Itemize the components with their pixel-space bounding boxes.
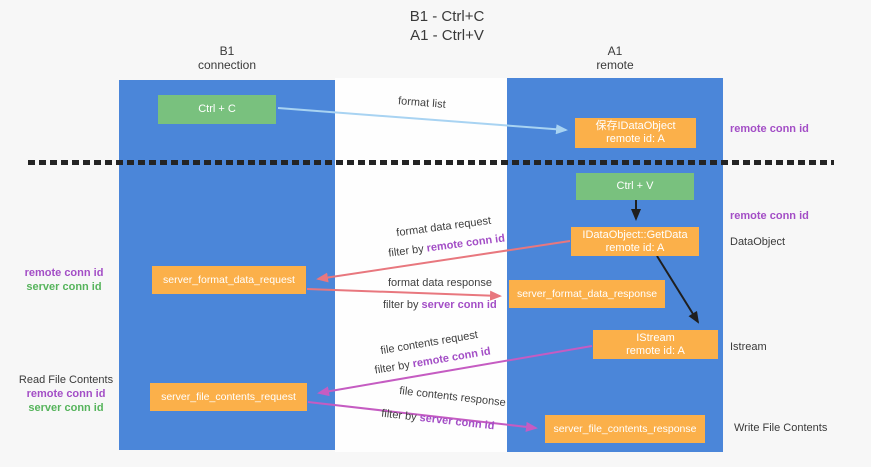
node-getdata-remote-id: remote id: A xyxy=(605,241,665,254)
filter-by-text: filter by xyxy=(383,299,422,311)
diagram-title: B1 - Ctrl+C A1 - Ctrl+V xyxy=(36,7,858,45)
node-istream: IStream remote id: A xyxy=(593,330,718,359)
node-save-idataobject: 保存IDataObject remote id: A xyxy=(575,118,696,148)
label-conn-ids-left-lower: Read File Contents remote conn id server… xyxy=(14,373,118,415)
node-save-idataobject-title: 保存IDataObject xyxy=(595,120,676,132)
title-line-1: B1 - Ctrl+C xyxy=(409,8,485,25)
node-server-file-contents-request: server_file_contents_request xyxy=(150,383,307,411)
node-getdata-title: IDataObject::GetData xyxy=(582,228,688,241)
label-istream: Istream xyxy=(730,341,767,353)
node-server-format-data-request: server_format_data_request xyxy=(152,266,306,294)
lane-a1-subtitle: remote xyxy=(596,58,634,72)
node-istream-remote-id: remote id: A xyxy=(626,344,685,357)
server-conn-id-text: server conn id xyxy=(26,281,102,293)
label-remote-conn-id-mid-right: remote conn id xyxy=(730,210,809,222)
lane-header-a1: A1 remote xyxy=(507,44,723,72)
node-save-idataobject-remote-id: remote id: A xyxy=(606,133,665,145)
server-conn-id-text: server conn id xyxy=(28,402,104,414)
remote-conn-id-text: remote conn id xyxy=(26,388,106,400)
lane-header-b1: B1 connection xyxy=(119,44,335,72)
node-server-file-contents-response: server_file_contents_response xyxy=(545,415,705,443)
label-read-file-contents: Read File Contents xyxy=(18,374,114,386)
title-line-2: A1 - Ctrl+V xyxy=(410,27,484,44)
node-file-response-label: server_file_contents_response xyxy=(553,422,697,435)
label-conn-ids-left-upper: remote conn id server conn id xyxy=(20,266,108,294)
phase-divider-dashed-line xyxy=(28,160,834,165)
node-ctrl-c-label: Ctrl + C xyxy=(198,103,236,115)
node-istream-title: IStream xyxy=(636,331,675,344)
node-idataobject-getdata: IDataObject::GetData remote id: A xyxy=(571,227,699,256)
label-format-data-response: format data response xyxy=(388,277,492,289)
lane-a1-name: A1 xyxy=(607,44,623,58)
node-format-response-label: server_format_data_response xyxy=(516,287,658,300)
label-filter-by-server-conn-id-1: filter by server conn id xyxy=(383,299,497,311)
lane-b1-subtitle: connection xyxy=(197,58,257,72)
label-write-file-contents: Write File Contents xyxy=(734,422,828,434)
node-file-request-label: server_file_contents_request xyxy=(161,390,296,403)
server-conn-id-text: server conn id xyxy=(421,299,497,311)
label-dataobject: DataObject xyxy=(730,236,786,248)
node-format-request-label: server_format_data_request xyxy=(163,273,295,286)
node-server-format-data-response: server_format_data_response xyxy=(509,280,665,308)
node-ctrl-c: Ctrl + C xyxy=(158,95,276,124)
label-remote-conn-id-top-right: remote conn id xyxy=(730,123,809,135)
remote-conn-id-text: remote conn id xyxy=(24,267,104,279)
lane-b1-name: B1 xyxy=(219,44,235,58)
node-ctrl-v: Ctrl + V xyxy=(576,173,694,200)
node-ctrl-v-label: Ctrl + V xyxy=(616,180,654,192)
